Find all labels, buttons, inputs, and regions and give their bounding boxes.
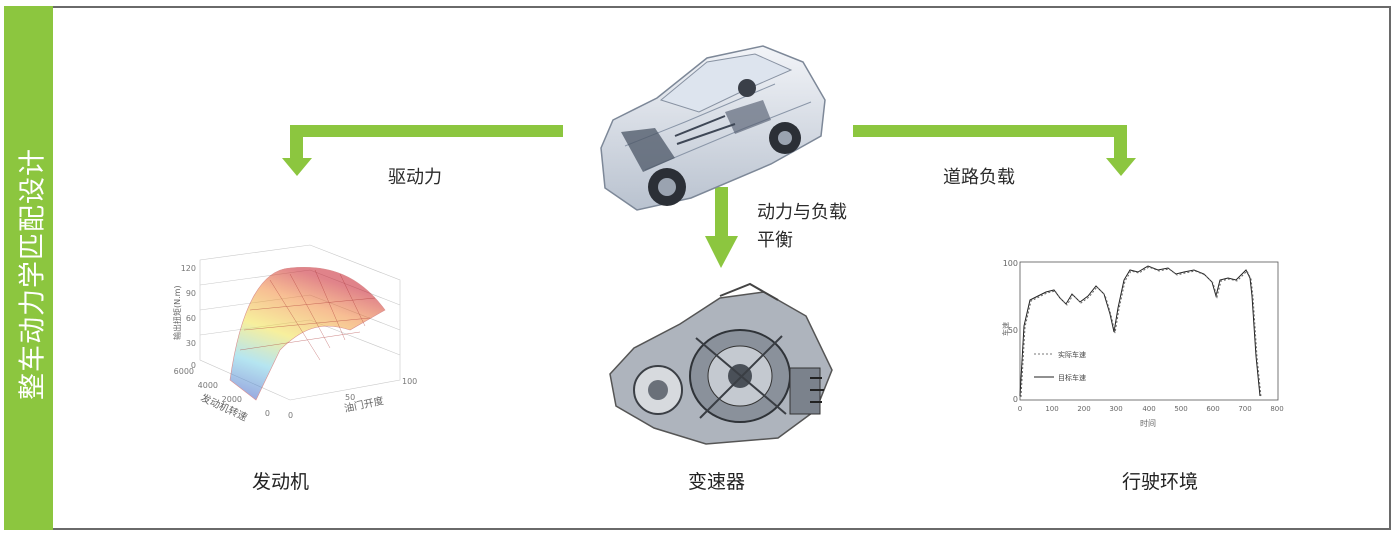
y-tick: 50 (345, 393, 355, 402)
x-tick: 800 (1270, 405, 1283, 413)
y-tick: 0 (1013, 395, 1018, 404)
legend-item: 实际车速 (1058, 350, 1086, 359)
x-tick: 0 (1018, 405, 1022, 413)
y-axis-label: 车速 (1001, 322, 1010, 336)
z-tick: 60 (186, 314, 196, 323)
arrow-center-label-1: 动力与负载 (757, 202, 847, 223)
sidebar: 整车动力学匹配设计 (4, 6, 53, 530)
x-tick: 700 (1238, 405, 1251, 413)
x-tick: 0 (265, 409, 270, 418)
engine-torque-surface-plot: 120 90 60 30 0 6000 4000 2000 0 0 50 100… (172, 244, 417, 424)
sidebar-title: 整车动力学匹配设计 (17, 148, 49, 400)
x-tick: 2000 (222, 395, 242, 404)
z-tick: 90 (186, 289, 196, 298)
x-axis-label: 时间 (1140, 418, 1156, 428)
legend-item: 目标车速 (1058, 373, 1086, 382)
x-tick: 4000 (198, 381, 218, 390)
x-tick: 400 (1142, 405, 1155, 413)
x-tick: 500 (1174, 405, 1187, 413)
car-cutaway-image (600, 45, 826, 211)
engine-label: 发动机 (252, 471, 310, 493)
transmission-label: 变速器 (688, 471, 746, 493)
z-axis-label: 输出扭矩(N.m) (172, 285, 182, 340)
y-tick: 100 (402, 377, 417, 386)
y-tick: 50 (1008, 326, 1018, 335)
arrow-left-label: 驱动力 (388, 167, 442, 188)
z-tick: 120 (181, 264, 196, 273)
x-tick: 100 (1045, 405, 1058, 413)
x-tick: 300 (1109, 405, 1122, 413)
arrow-center-label-2: 平衡 (757, 230, 793, 251)
z-tick: 30 (186, 339, 196, 348)
y-tick: 0 (288, 411, 293, 420)
z-tick: 0 (191, 361, 196, 370)
x-tick: 6000 (174, 367, 194, 376)
x-tick: 200 (1077, 405, 1090, 413)
y-tick: 100 (1003, 259, 1018, 268)
speed-time-line-plot: 100 50 0 0 100 200 300 400 500 600 700 8… (1001, 259, 1284, 428)
driving-env-label: 行驶环境 (1122, 471, 1199, 493)
arrow-right-label: 道路负载 (943, 167, 1015, 188)
x-tick: 600 (1206, 405, 1219, 413)
transmission-cutaway-image (609, 282, 833, 445)
